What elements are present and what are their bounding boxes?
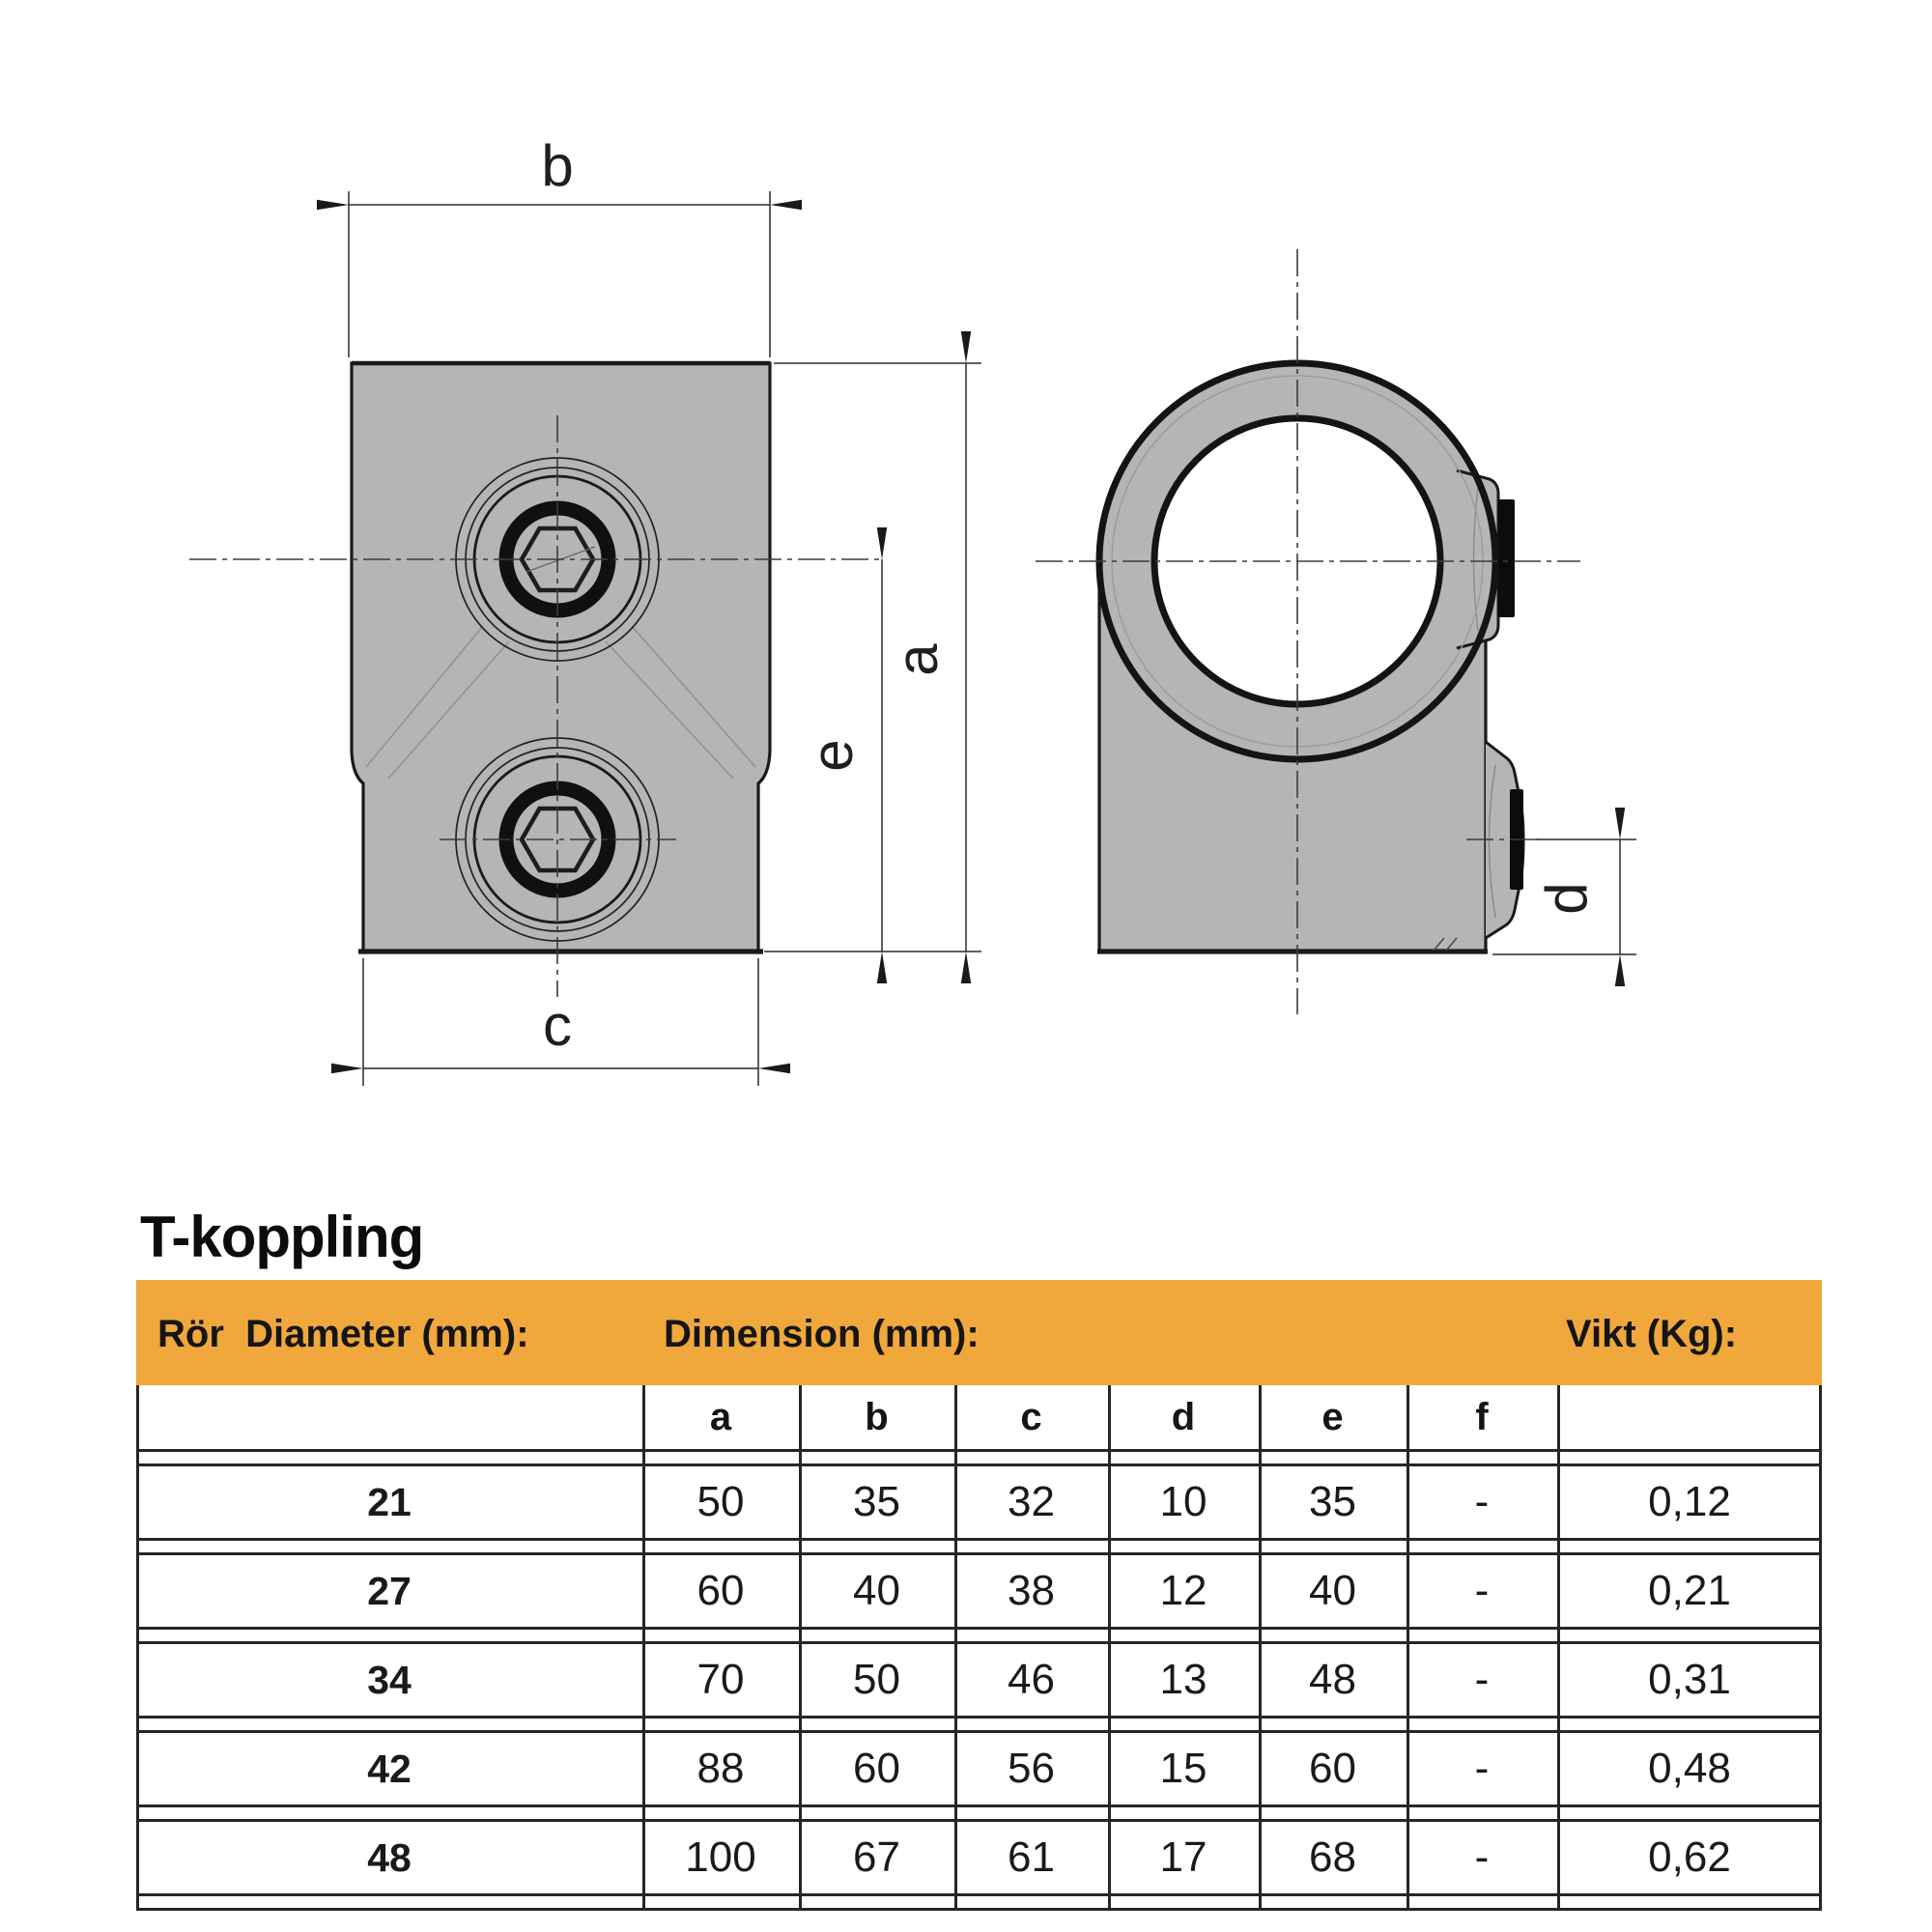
cell-e: 40 <box>1309 1567 1356 1614</box>
centerlines <box>1036 249 1580 1014</box>
cell-a: 100 <box>685 1833 756 1881</box>
cell-c: 32 <box>1008 1478 1055 1525</box>
cell-a: 70 <box>696 1656 745 1703</box>
cell-c: 56 <box>1008 1745 1055 1792</box>
table-row: 27 60 40 38 12 40 - 0,21 <box>0 1555 1932 1627</box>
row-separator <box>136 1538 1822 1555</box>
row-separator <box>136 1627 1822 1644</box>
header-dimension: Dimension (mm): <box>664 1313 980 1355</box>
grid-line <box>799 1385 802 1911</box>
table-row: 21 50 35 32 10 35 - 0,12 <box>0 1466 1932 1538</box>
dim-label-a: a <box>885 643 950 676</box>
cell-f: - <box>1474 1478 1490 1525</box>
cell-e: 35 <box>1309 1478 1356 1525</box>
cell-d: 17 <box>1159 1833 1208 1881</box>
dim-label-b: b <box>541 133 573 198</box>
header-weight: Vikt (Kg): <box>1566 1313 1738 1355</box>
subheader-a: a <box>709 1396 732 1438</box>
header-diameter: Rör Diameter (mm): <box>157 1313 529 1355</box>
row-separator <box>136 1804 1822 1822</box>
screw-end-dark <box>1498 499 1515 617</box>
cell-d: 15 <box>1159 1745 1208 1792</box>
dim-b <box>317 191 802 357</box>
cell-b: 50 <box>853 1656 900 1703</box>
cell-f: - <box>1474 1656 1490 1703</box>
subheader-d: d <box>1171 1396 1196 1438</box>
table-row: 48 100 67 61 17 68 - 0,62 <box>0 1822 1932 1893</box>
table-header-band: Rör Diameter (mm): Dimension (mm): Vikt … <box>136 1280 1822 1385</box>
front-body <box>350 361 772 953</box>
corner-ticks <box>1433 937 1458 952</box>
cell-a: 50 <box>696 1478 745 1525</box>
grid-line <box>1259 1385 1262 1911</box>
dim-a <box>764 331 981 983</box>
table-row: 34 70 50 46 13 48 - 0,31 <box>0 1644 1932 1716</box>
technical-drawing: b a e c <box>189 133 1636 1086</box>
cell-e: 60 <box>1309 1745 1356 1792</box>
cell-f: - <box>1474 1745 1490 1792</box>
table-bottom-border <box>136 1893 1822 1911</box>
subheader-f: f <box>1475 1396 1489 1438</box>
page-title: T-koppling <box>140 1205 424 1269</box>
cell-b: 40 <box>853 1567 900 1614</box>
cell-c: 61 <box>1008 1833 1055 1881</box>
chamfer-lines <box>365 625 756 780</box>
grid-line <box>1406 1385 1409 1911</box>
cell-e: 68 <box>1309 1833 1356 1881</box>
cell-diameter: 27 <box>367 1569 412 1613</box>
front-view: b a e c <box>189 133 981 1086</box>
cell-diameter: 34 <box>367 1658 412 1702</box>
dim-label-e: e <box>800 739 865 771</box>
grid-line <box>954 1385 957 1911</box>
cell-e: 48 <box>1309 1656 1356 1703</box>
cell-b: 60 <box>853 1745 900 1792</box>
subheader-c: c <box>1020 1396 1042 1438</box>
cell-b: 35 <box>853 1478 900 1525</box>
cell-a: 60 <box>696 1567 745 1614</box>
subheader-b: b <box>865 1396 889 1438</box>
cell-diameter: 42 <box>367 1747 412 1791</box>
side-view: d <box>1036 249 1636 1014</box>
cell-weight: 0,31 <box>1648 1656 1731 1703</box>
cell-diameter: 21 <box>367 1480 412 1524</box>
dim-label-c: c <box>543 993 572 1058</box>
cell-b: 67 <box>853 1833 900 1881</box>
dim-d <box>1492 808 1636 986</box>
grid-line <box>642 1385 645 1911</box>
centerlines <box>189 415 885 997</box>
grid-line <box>136 1385 139 1911</box>
cell-d: 12 <box>1159 1567 1208 1614</box>
dim-c <box>331 958 790 1086</box>
grid-line <box>1819 1385 1822 1911</box>
cell-weight: 0,21 <box>1648 1567 1731 1614</box>
cell-weight: 0,48 <box>1648 1745 1731 1792</box>
cell-diameter: 48 <box>367 1835 412 1880</box>
subheader-e: e <box>1321 1396 1344 1438</box>
cell-f: - <box>1474 1833 1490 1881</box>
cell-d: 10 <box>1159 1478 1208 1525</box>
dim-label-d: d <box>1534 882 1599 914</box>
table-row: 42 88 60 56 15 60 - 0,48 <box>0 1733 1932 1804</box>
cell-d: 13 <box>1159 1656 1208 1703</box>
cell-c: 46 <box>1008 1656 1055 1703</box>
row-separator <box>136 1449 1822 1466</box>
cell-f: - <box>1474 1567 1490 1614</box>
cell-a: 88 <box>696 1745 745 1792</box>
row-separator <box>136 1716 1822 1733</box>
cell-weight: 0,12 <box>1648 1478 1731 1525</box>
cell-c: 38 <box>1008 1567 1055 1614</box>
cell-weight: 0,62 <box>1648 1833 1731 1881</box>
grid-line <box>1557 1385 1560 1911</box>
grid-line <box>1108 1385 1111 1911</box>
